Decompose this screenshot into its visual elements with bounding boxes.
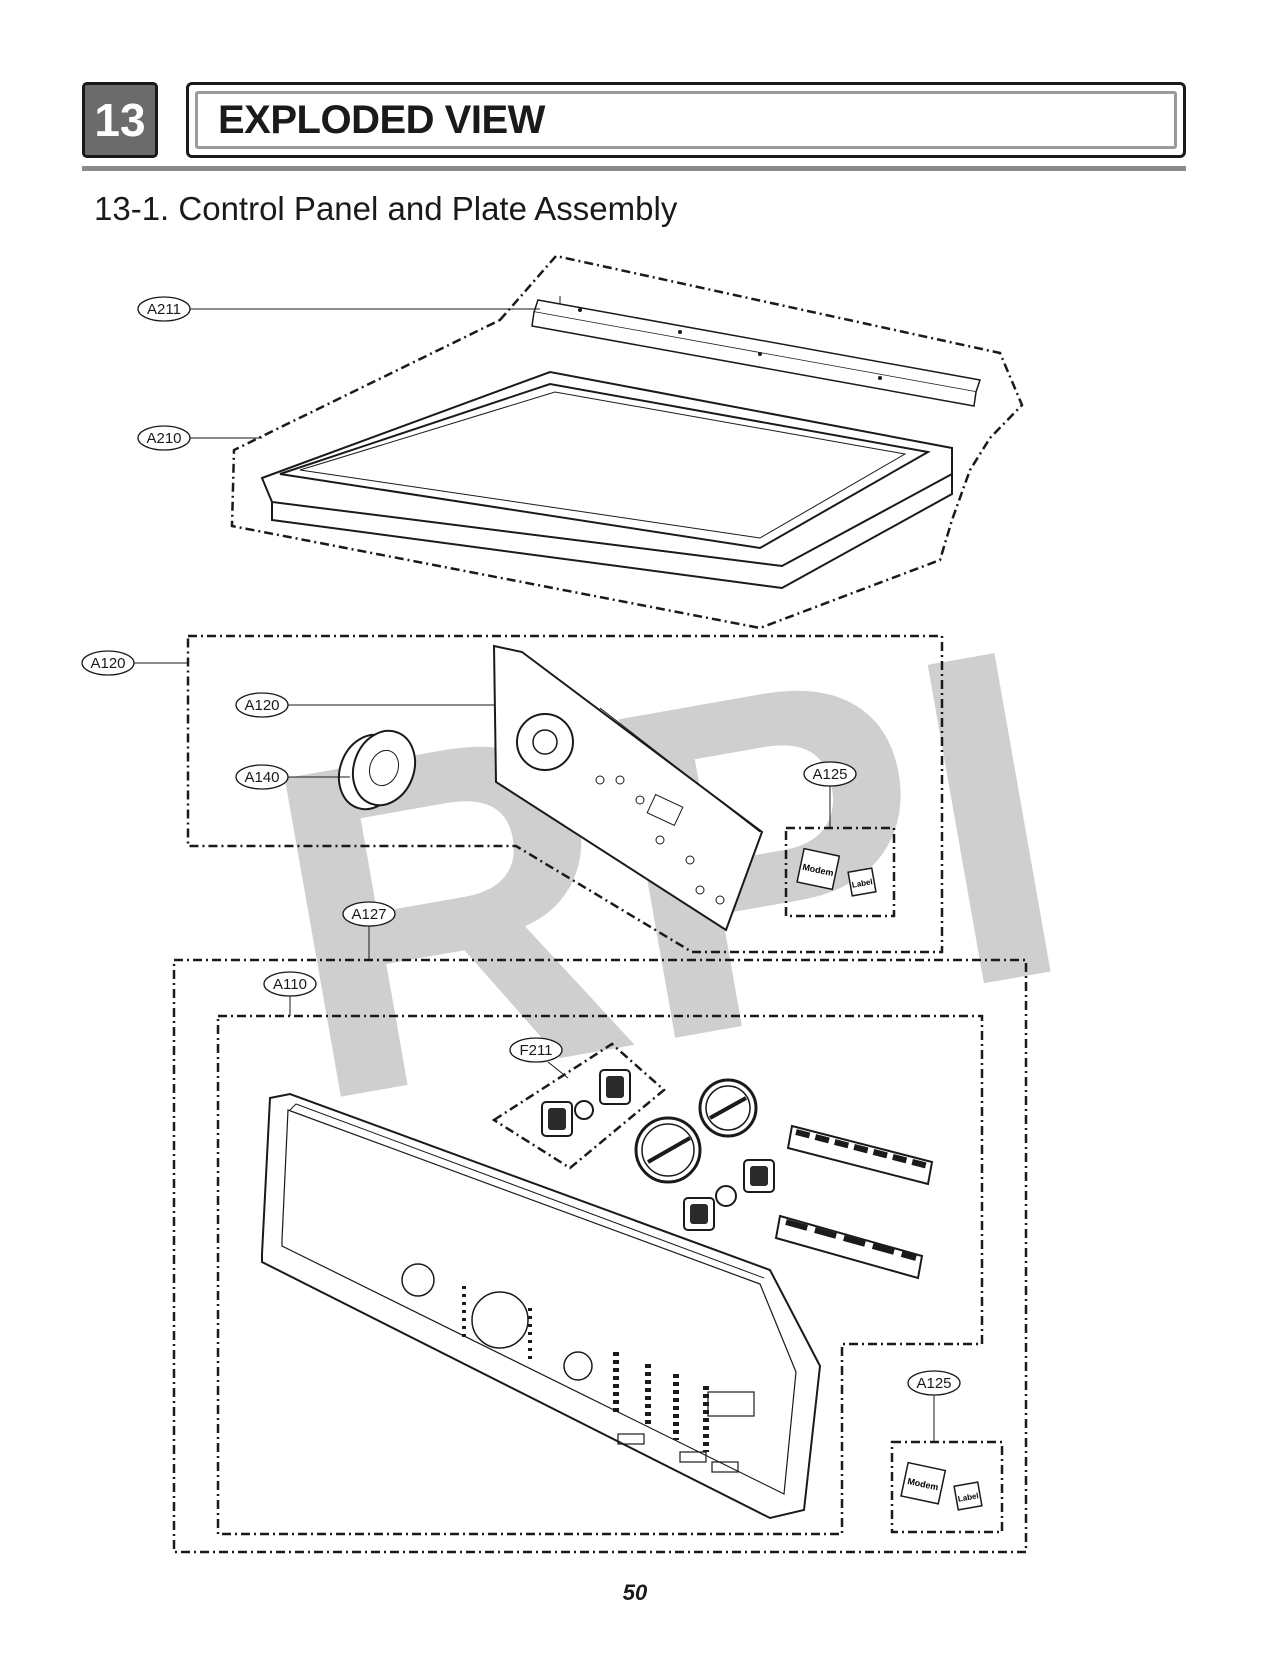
top-bracket-part	[531, 296, 981, 407]
pcb-assembly-part	[492, 644, 764, 932]
section-title-box: EXPLODED VIEW	[186, 82, 1186, 158]
callout-a210-text: A210	[146, 430, 181, 447]
callout-f211-text: F211	[519, 1042, 552, 1059]
top-plate-group-boundary	[230, 254, 1024, 630]
button-subgroup-f211-boundary	[491, 1042, 666, 1170]
callout-a125-lower-text: A125	[916, 1375, 951, 1392]
label-kit-lower-boundary	[890, 1440, 1004, 1534]
modem-sticker-upper: Modem	[796, 847, 841, 891]
subtitle: 13-1. Control Panel and Plate Assembly	[94, 190, 678, 227]
modem-sticker-lower: Modem	[900, 1461, 947, 1505]
callout-a211: A211	[137, 296, 540, 322]
section-title-inner: EXPLODED VIEW	[195, 91, 1177, 149]
callout-a125-upper-text: A125	[812, 766, 847, 783]
button-strip-parts	[774, 1124, 934, 1280]
label-sticker-upper-text: Label	[851, 877, 873, 889]
selector-rings-part	[634, 1078, 775, 1231]
top-plate-part	[260, 370, 953, 590]
knob-part	[337, 729, 417, 811]
callout-a127-text: A127	[351, 906, 386, 923]
callout-a211-text: A211	[147, 301, 181, 318]
section-title: EXPLODED VIEW	[218, 97, 545, 142]
callout-a120: A120	[235, 692, 494, 718]
label-sticker-upper: Label	[847, 867, 877, 897]
callout-f211: F211	[509, 1037, 569, 1079]
label-sticker-lower-text: Label	[957, 1491, 979, 1503]
section-number: 13	[94, 94, 146, 146]
button-parts-f211	[541, 1069, 631, 1137]
page-number: 50	[622, 1580, 648, 1605]
callout-a125-lower: A125	[907, 1370, 961, 1442]
control-pcb-group-boundary	[186, 634, 944, 954]
callout-a120-group: A120	[81, 650, 188, 676]
label-kit-upper-boundary	[784, 826, 896, 918]
callout-a140: A140	[235, 764, 350, 790]
panel-frame-subgroup-boundary	[216, 1014, 984, 1536]
callout-a140-text: A140	[244, 769, 279, 786]
callout-a120-text: A120	[244, 697, 279, 714]
callout-a125-upper: A125	[803, 761, 857, 828]
section-number-box: 13	[82, 82, 158, 158]
callout-a120-group-text: A120	[90, 655, 125, 672]
label-sticker-lower: Label	[953, 1481, 983, 1511]
callout-a110: A110	[263, 971, 317, 1016]
callout-a127: A127	[342, 901, 396, 960]
control-panel-group-boundary	[172, 958, 1028, 1554]
title-rule	[82, 166, 1186, 171]
callout-a210: A210	[137, 425, 262, 451]
front-panel-part	[261, 1092, 822, 1520]
callout-a110-text: A110	[273, 976, 307, 993]
